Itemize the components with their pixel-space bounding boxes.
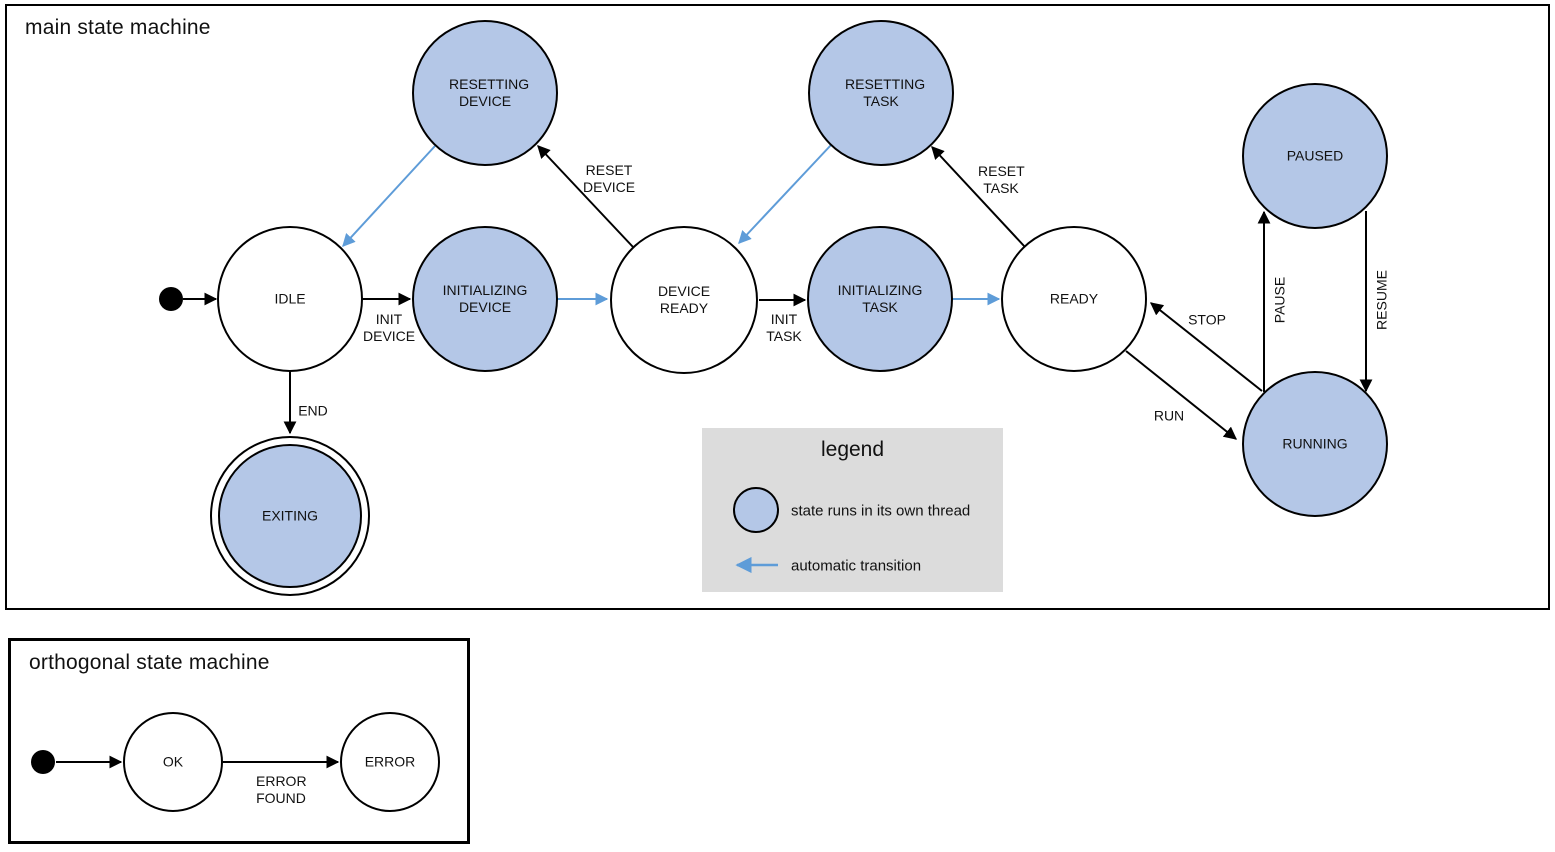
transition-end-label: END <box>298 402 328 419</box>
state-running-label: RUNNING <box>1282 435 1348 452</box>
orthogonal-state-machine-title: orthogonal state machine <box>29 651 270 674</box>
main-state-machine-title: main state machine <box>25 16 211 39</box>
orthogonal-state-machine-box: orthogonal state machine <box>8 638 470 844</box>
transition-resume-label: RESUME <box>1373 270 1390 330</box>
transition-error-found-label: ERROR FOUND <box>256 773 307 806</box>
legend-thread-label: state runs in its own thread <box>791 502 971 520</box>
transition-reset-device-label: RESET DEVICE <box>583 162 636 195</box>
state-resetting-device-label: RESETTING DEVICE <box>449 76 530 109</box>
transition-run-label: RUN <box>1153 407 1185 424</box>
state-resetting-task-label: RESETTING TASK <box>845 76 926 109</box>
state-error-label: ERROR <box>364 753 416 770</box>
state-ready-label: READY <box>1049 290 1099 307</box>
state-device-ready-label: DEVICE READY <box>657 283 711 316</box>
transition-reset-task-label: RESET TASK <box>978 163 1025 196</box>
legend-auto-transition-label: automatic transition <box>791 557 922 575</box>
state-ok-label: OK <box>162 753 184 770</box>
state-initializing-device-label: INITIALIZING DEVICE <box>442 282 528 315</box>
transition-init-task-label: INIT TASK <box>766 311 802 344</box>
legend-box: legend state runs in its own thread auto… <box>702 428 1003 592</box>
state-initializing-task-label: INITIALIZING TASK <box>837 282 923 315</box>
state-exiting-label: EXITING <box>261 507 319 524</box>
transition-pause-label: PAUSE <box>1271 276 1288 324</box>
transition-stop-label: STOP <box>1188 311 1226 328</box>
transition-init-device-label: INIT DEVICE <box>363 311 416 344</box>
legend-title: legend <box>820 438 885 461</box>
state-idle-label: IDLE <box>274 290 306 307</box>
state-paused-label: PAUSED <box>1286 147 1344 164</box>
